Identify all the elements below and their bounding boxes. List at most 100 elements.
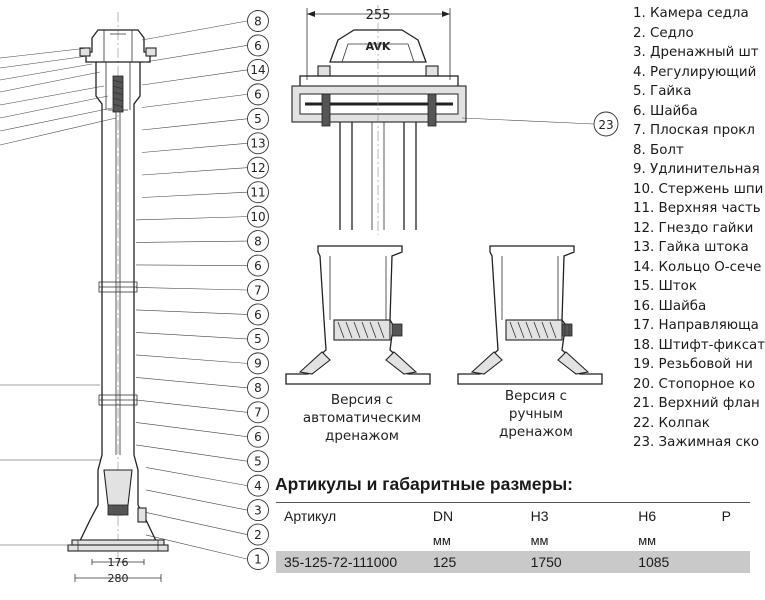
part-item: 15. Шток — [633, 279, 697, 294]
callout-leader — [135, 309, 248, 315]
callout-leader — [135, 264, 248, 266]
callout-leader — [145, 512, 248, 535]
cell-h6: 1085 — [638, 551, 722, 573]
callout-circle — [247, 230, 269, 253]
part-item: 9. Удлинительная — [633, 162, 760, 177]
dim-base-outer: 280 — [108, 572, 129, 585]
callout-circle — [247, 327, 269, 350]
callout-leader — [141, 94, 248, 108]
callout-number: 14 — [250, 63, 265, 77]
callout-number: 6 — [254, 259, 262, 273]
cell-article: 35-125-72-111000 — [276, 551, 433, 573]
callout-number: 8 — [254, 234, 262, 248]
callout-leader — [135, 240, 248, 243]
callout-leader — [141, 20, 248, 41]
callout-number: 4 — [254, 479, 262, 493]
part-item: 18. Штифт-фиксат — [633, 337, 765, 353]
callout-number: 5 — [254, 454, 262, 468]
callout-circle — [247, 303, 269, 326]
head-detail-drawing: 255 AVK 23 — [291, 5, 619, 235]
callout-circle — [247, 107, 269, 130]
table-header-row: Артикул DN H3 H6 P — [276, 502, 750, 529]
unit-p — [722, 529, 750, 551]
cell-dn: 125 — [432, 551, 531, 573]
part-item: 14. Кольцо О-сече — [633, 259, 762, 275]
callout-leader — [141, 69, 248, 86]
callout-number: 6 — [254, 39, 262, 53]
callout-circle — [247, 450, 269, 473]
part-item: 17. Направляюща — [633, 318, 759, 333]
callout-leader — [141, 45, 248, 63]
callout-circle — [247, 156, 269, 179]
callout-leader — [141, 191, 248, 198]
callout-number: 7 — [254, 283, 262, 297]
callout-circle — [247, 425, 269, 448]
part-item: 10. Стержень шпи — [633, 181, 764, 197]
callout-circle — [247, 132, 269, 155]
callout-circle — [247, 254, 269, 277]
caption-auto-drain-line2: автоматическим — [303, 410, 421, 426]
callout-leader — [135, 216, 248, 221]
callout-leader — [145, 489, 248, 511]
part-item: 23. Зажимная ско — [633, 435, 760, 450]
header-dn: DN — [432, 502, 531, 529]
unit-article — [276, 529, 433, 551]
callout-number: 6 — [254, 430, 262, 444]
part-item: 8. Болт — [633, 142, 684, 158]
callout-circle — [247, 205, 269, 228]
callout-circle — [247, 83, 269, 106]
callout-leader — [135, 287, 248, 291]
part-item: 12. Гнездо гайки — [633, 220, 754, 236]
part-item: 2. Седло — [633, 25, 694, 41]
callout-leader — [135, 354, 248, 364]
callout-number: 7 — [254, 406, 262, 420]
callout-number: 8 — [254, 381, 262, 395]
unit-h6: мм — [638, 532, 657, 548]
callout-circle — [247, 376, 269, 399]
callout-leader — [141, 118, 248, 131]
callout-number: 8 — [254, 14, 262, 28]
callout-circle — [247, 548, 269, 570]
callout-leader — [135, 422, 248, 438]
callout-circle — [247, 523, 269, 546]
header-h6: H6 — [638, 502, 722, 529]
part-item: 4. Регулирующий — [633, 64, 757, 80]
callout-number: 3 — [254, 503, 262, 517]
caption-manual-drain-line2: ручным — [509, 406, 563, 422]
callout-leader — [145, 467, 248, 486]
cell-h3: 1750 — [530, 551, 639, 573]
callout-number: 5 — [254, 112, 262, 126]
callout-leader — [135, 377, 248, 389]
callout-number: 6 — [254, 88, 262, 102]
callout-number: 6 — [254, 308, 262, 322]
specs-table: Артикул DN H3 H6 P мм мм мм 35-125-72-11… — [276, 502, 750, 573]
part-item: 13. Гайка штока — [633, 240, 749, 255]
callout-circle — [247, 34, 269, 57]
callout-circle — [247, 352, 269, 375]
callout-leaders — [135, 20, 248, 560]
table-title: Артикулы и габаритные размеры: — [275, 474, 573, 494]
callout-circle — [247, 279, 269, 301]
part-item: 16. Шайба — [633, 298, 707, 314]
callout-circle — [247, 181, 269, 204]
callout-leader — [135, 332, 248, 340]
callout-number: 10 — [250, 210, 265, 224]
callout-number: 5 — [254, 332, 262, 346]
callout-number: 2 — [254, 528, 262, 542]
callout-number: 1 — [254, 552, 262, 566]
table-units-row: мм мм мм — [276, 529, 750, 551]
part-item: 7. Плоская прокл — [633, 123, 755, 138]
callout-number: 11 — [250, 185, 265, 199]
part-item: 22. Колпак — [633, 415, 710, 431]
callout-23: 23 — [598, 118, 613, 132]
part-item: 3. Дренажный шт — [633, 45, 759, 60]
manual-drain-drawing: Версия с ручным дренажом — [457, 245, 603, 440]
unit-h3: мм — [530, 532, 549, 548]
unit-dn: мм — [432, 532, 451, 548]
dim-base-inner: 176 — [108, 556, 129, 569]
part-item: 20. Стопорное ко — [633, 376, 756, 392]
callout-number: 12 — [250, 161, 265, 175]
cell-p — [721, 551, 750, 573]
callout-leader — [141, 142, 248, 153]
